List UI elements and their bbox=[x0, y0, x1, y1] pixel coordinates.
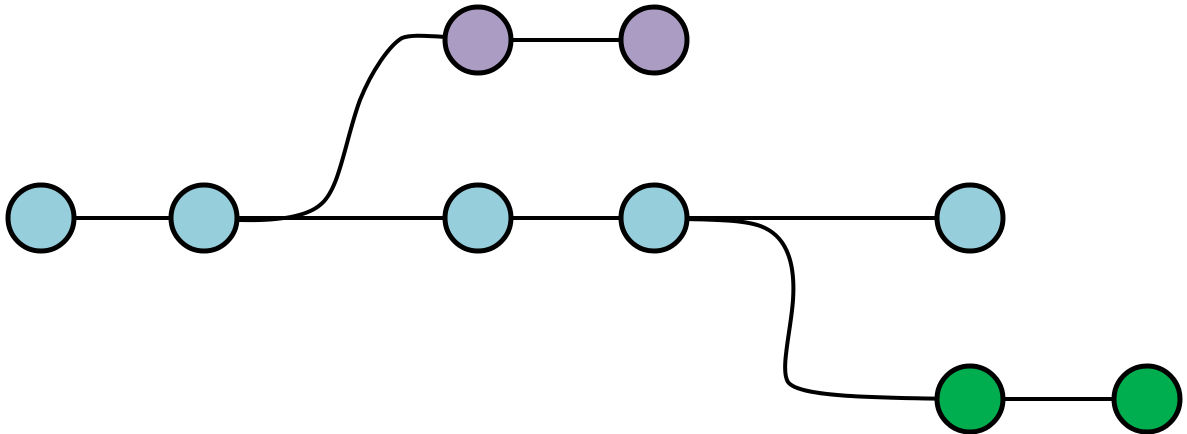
main-node-5 bbox=[934, 182, 1006, 254]
upper-branch-node-1 bbox=[442, 4, 514, 76]
lower-branch-node-1 bbox=[934, 363, 1006, 434]
lower-fork-edge bbox=[652, 216, 972, 401]
main-node-3 bbox=[442, 182, 514, 254]
upper-branch-node-2 bbox=[618, 4, 690, 76]
main-node-2 bbox=[168, 182, 240, 254]
main-node-1 bbox=[5, 182, 77, 254]
main-node-4 bbox=[618, 182, 690, 254]
lower-branch-node-2 bbox=[1111, 363, 1183, 434]
upper-fork-edge bbox=[202, 33, 480, 223]
nodes bbox=[5, 4, 1183, 434]
